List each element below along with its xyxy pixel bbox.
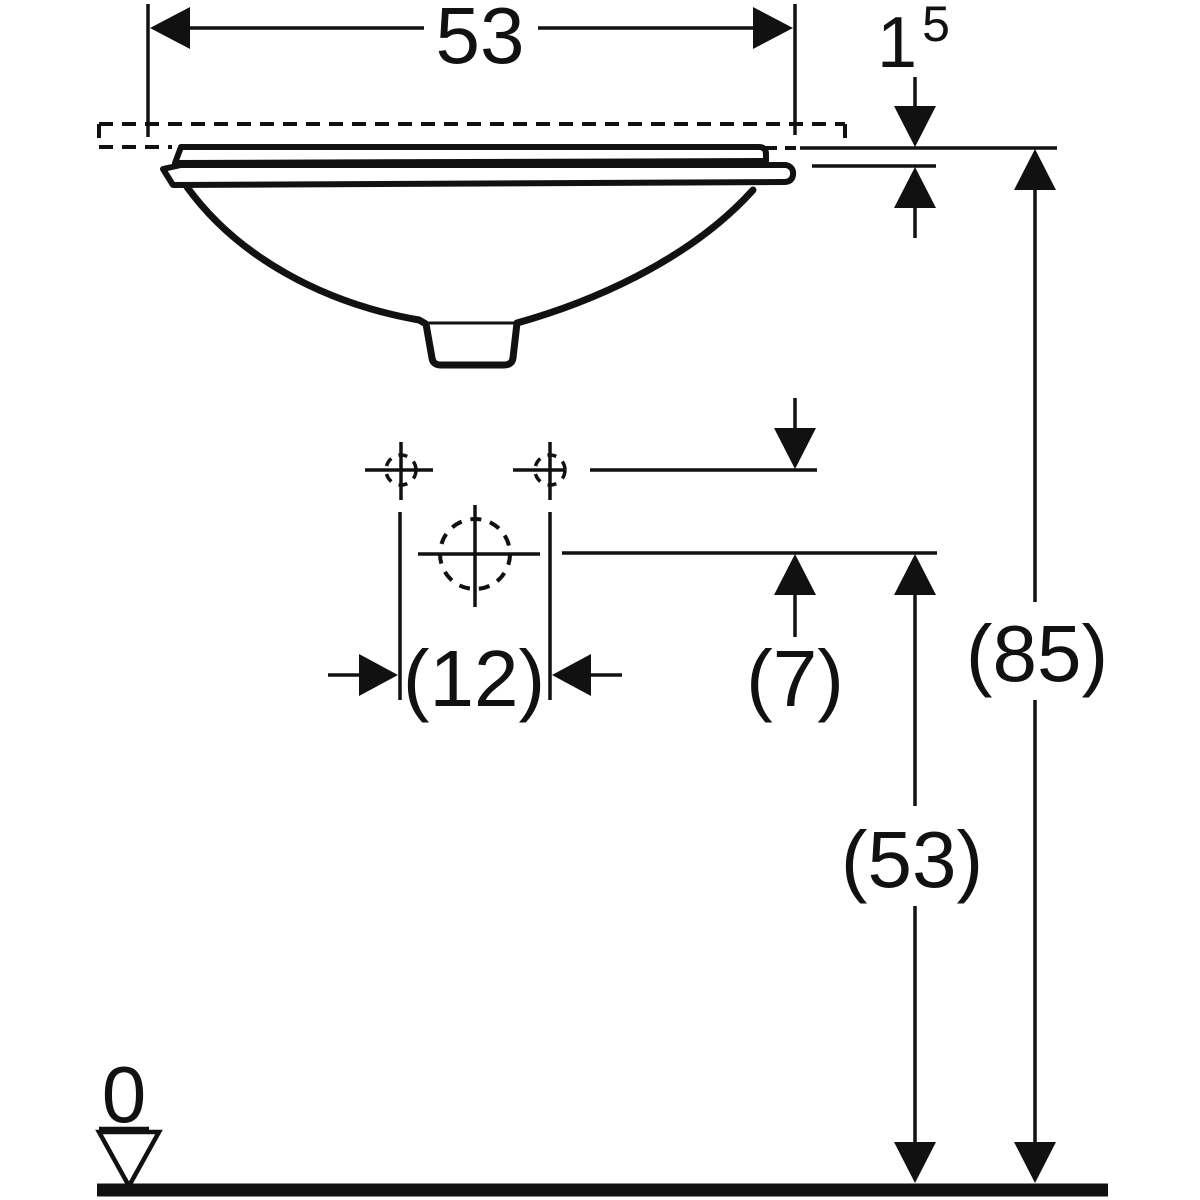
tap-hole-left bbox=[365, 442, 433, 500]
dimension-rim-1-5: 1 5 bbox=[800, 0, 1057, 238]
arrow-right-icon bbox=[753, 7, 793, 49]
tap-setback-label: (7) bbox=[746, 634, 844, 723]
tap-height-label: (53) bbox=[841, 815, 983, 904]
total-height-label: (85) bbox=[966, 609, 1108, 698]
arrow-down-icon bbox=[894, 1142, 936, 1183]
countertop-dashed-outline bbox=[97, 122, 847, 150]
arrow-down-icon bbox=[894, 106, 936, 147]
width-label: 53 bbox=[436, 0, 525, 80]
dimension-width-53: 53 bbox=[146, 0, 797, 137]
arrow-up-icon bbox=[894, 554, 936, 595]
datum-zero-label: 0 bbox=[102, 1050, 147, 1139]
dimension-tap-spacing-12: (12) bbox=[328, 512, 622, 723]
rim-label-superscript: 5 bbox=[922, 0, 950, 52]
washbasin-section bbox=[160, 144, 797, 369]
tap-hole-right bbox=[513, 442, 567, 500]
arrow-left-icon bbox=[552, 654, 591, 696]
arrow-up-icon bbox=[1014, 149, 1056, 190]
dimension-tap-setback-7: (7) bbox=[562, 398, 937, 723]
arrow-up-icon bbox=[894, 167, 936, 208]
tap-spacing-label: (12) bbox=[403, 634, 545, 723]
basin-rim-top-plate bbox=[172, 144, 769, 166]
rim-label-main: 1 bbox=[877, 3, 917, 83]
dimension-tap-height-53: (53) bbox=[841, 554, 983, 1183]
arrow-right-icon bbox=[359, 654, 398, 696]
floor-datum: 0 bbox=[95, 1050, 1108, 1197]
dimension-total-height-85: (85) bbox=[966, 149, 1108, 1183]
arrow-down-icon bbox=[1014, 1142, 1056, 1183]
arrow-up-icon bbox=[774, 554, 816, 595]
arrow-down-icon bbox=[774, 428, 816, 469]
basin-bowl-outline bbox=[183, 183, 757, 369]
basin-rim-flange bbox=[160, 162, 797, 188]
tap-hole-main bbox=[418, 505, 540, 607]
arrow-left-icon bbox=[150, 7, 190, 49]
datum-triangle-icon bbox=[95, 1129, 163, 1191]
